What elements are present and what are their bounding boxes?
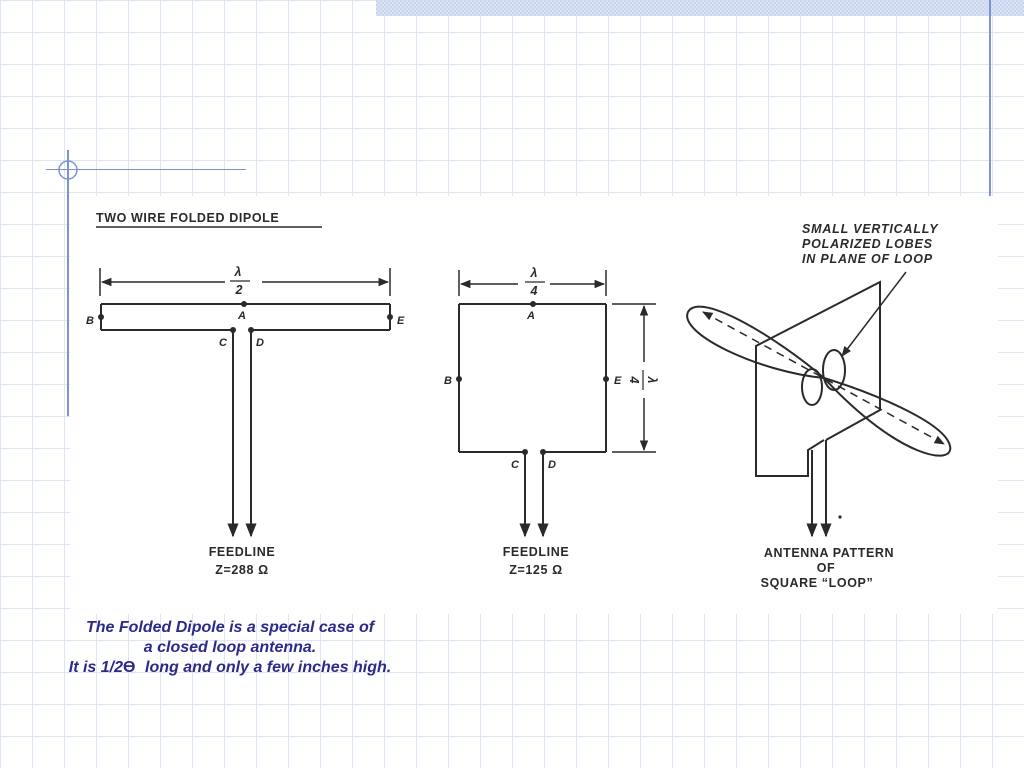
- caption-line-1: The Folded Dipole is a special case of: [85, 619, 375, 636]
- point-c: [230, 327, 236, 333]
- point-e: [387, 314, 393, 320]
- caption-line-3-prefix: It is 1/2: [68, 659, 123, 676]
- caption-line-3-suffix: long and only a few inches high.: [145, 659, 392, 676]
- label-b: B: [86, 315, 94, 327]
- loop-label-a: A: [526, 310, 535, 322]
- loop-label-d: D: [548, 459, 556, 471]
- height-lambda: λ: [645, 376, 659, 384]
- vertical-lobe-left: [801, 368, 823, 406]
- feedline-label: FEEDLINE: [209, 545, 276, 559]
- right-accent-line: [989, 0, 991, 196]
- width-lambda: λ: [530, 266, 538, 280]
- left-accent-line: [67, 150, 69, 416]
- vertical-lobe-right: [822, 349, 846, 391]
- loop-point-b: [456, 376, 462, 382]
- loop-plane: [755, 280, 881, 477]
- width-denominator: 4: [530, 284, 538, 298]
- caption-line-2: a closed loop antenna.: [143, 639, 317, 656]
- point-a: [241, 301, 247, 307]
- label-a: A: [237, 310, 246, 322]
- loop-impedance-label: Z=125 Ω: [509, 563, 563, 577]
- loop-point-d: [540, 449, 546, 455]
- loop-label-e: E: [614, 375, 622, 387]
- callout-leader: [841, 271, 907, 357]
- folded-dipole-title: TWO WIRE FOLDED DIPOLE: [96, 211, 279, 225]
- loop-point-c: [522, 449, 528, 455]
- pattern-label-line-3: SQUARE “LOOP”: [761, 576, 874, 590]
- antenna-pattern-figure: SMALL VERTICALLY POLARIZED LOBES IN PLAN…: [686, 222, 952, 590]
- top-accent-line: [46, 169, 246, 170]
- loop-label-b: B: [444, 375, 452, 387]
- top-decorative-band: [376, 0, 1024, 16]
- height-denominator: 4: [627, 376, 641, 384]
- point-b: [98, 314, 104, 320]
- impedance-label: Z=288 Ω: [215, 563, 269, 577]
- pattern-axis: [702, 311, 945, 445]
- label-e: E: [397, 315, 405, 327]
- fraction-denominator: 2: [235, 283, 243, 297]
- slide-caption: The Folded Dipole is a special case of a…: [20, 618, 440, 678]
- callout-line-3: IN PLANE OF LOOP: [802, 252, 933, 266]
- point-d: [248, 327, 254, 333]
- loop-point-a: [530, 301, 536, 307]
- label-d: D: [256, 337, 264, 349]
- square-loop-figure: λ 4 λ 4 A B C D E FEEDLINE Z=: [444, 266, 659, 577]
- accent-circle: [58, 160, 78, 180]
- pattern-dot: [838, 515, 842, 519]
- horizontal-lobes: [686, 305, 952, 457]
- callout-line-1: SMALL VERTICALLY: [802, 222, 939, 236]
- folded-dipole-figure: TWO WIRE FOLDED DIPOLE λ 2 A B C D E FEE…: [86, 211, 405, 577]
- pattern-label-line-2: OF: [817, 561, 836, 575]
- lambda-symbol: λ: [234, 265, 242, 279]
- loop-label-c: C: [511, 459, 520, 471]
- loop-feedline-label: FEEDLINE: [503, 545, 570, 559]
- pattern-label-line-1: ANTENNA PATTERN: [764, 546, 894, 560]
- lambda-glyph-icon: ϴ: [123, 659, 136, 676]
- label-c: C: [219, 337, 228, 349]
- callout-line-2: POLARIZED LOBES: [802, 237, 933, 251]
- loop-point-e: [603, 376, 609, 382]
